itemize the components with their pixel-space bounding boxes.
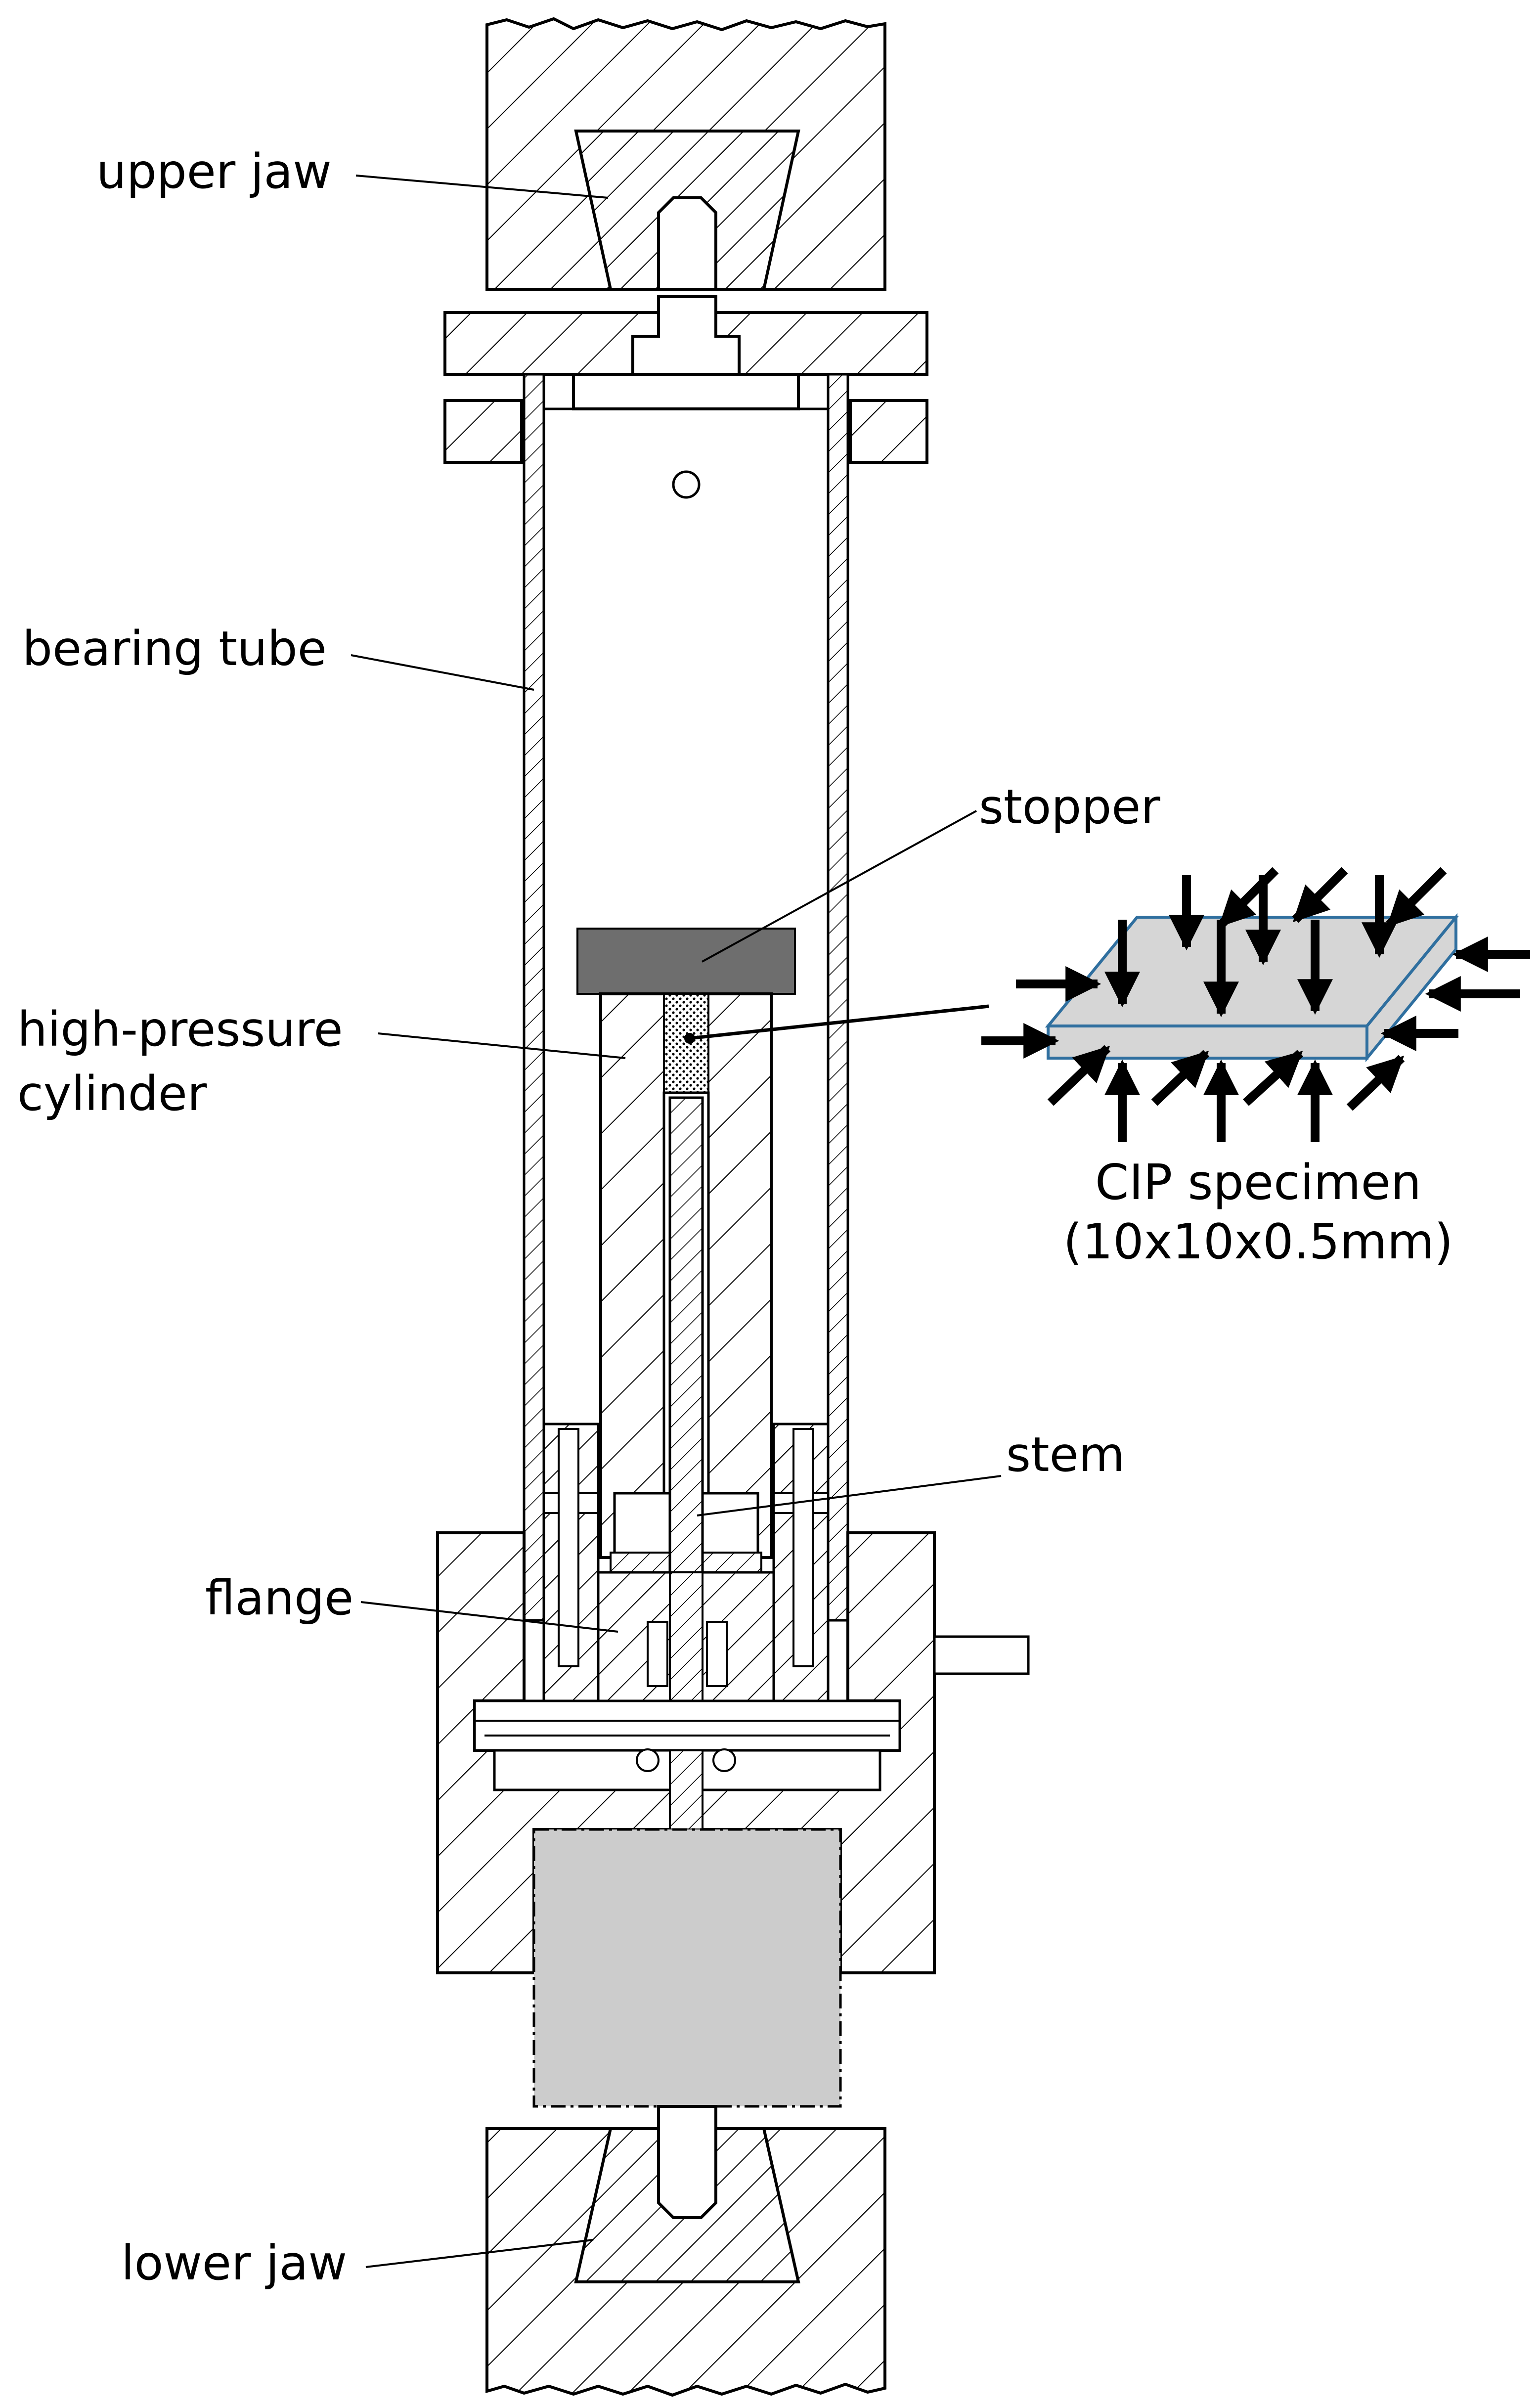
lower-jaw [485, 2105, 886, 2397]
specimen-caption-line1: CIP specimen [1095, 1155, 1421, 1211]
label-flange: flange [205, 1570, 353, 1626]
label-high-pressure-line1: high-pressure [17, 1002, 343, 1057]
load-cell-body [532, 1828, 842, 2108]
top-flange [443, 295, 928, 464]
bearing-tube [523, 373, 849, 1622]
specimen-pointer [689, 1004, 989, 1040]
label-lower-jaw: lower jaw [121, 2235, 347, 2291]
label-upper-jaw: upper jaw [96, 144, 332, 199]
specimen-caption-line2: (10x10x0.5mm) [1063, 1214, 1453, 1270]
pressure-chamber [663, 993, 709, 1094]
label-bearing-tube: bearing tube [22, 621, 327, 676]
label-stopper: stopper [979, 779, 1160, 835]
flange [542, 1423, 830, 1702]
leader-lines [351, 175, 1002, 2268]
label-high-pressure-line2: cylinder [17, 1066, 207, 1121]
label-stem: stem [1006, 1427, 1125, 1482]
stopper [576, 928, 796, 995]
upper-jaw [485, 17, 886, 291]
vent-hole [672, 470, 701, 499]
cip-specimen-inset: CIP specimen (10x10x0.5mm) [981, 867, 1530, 1270]
